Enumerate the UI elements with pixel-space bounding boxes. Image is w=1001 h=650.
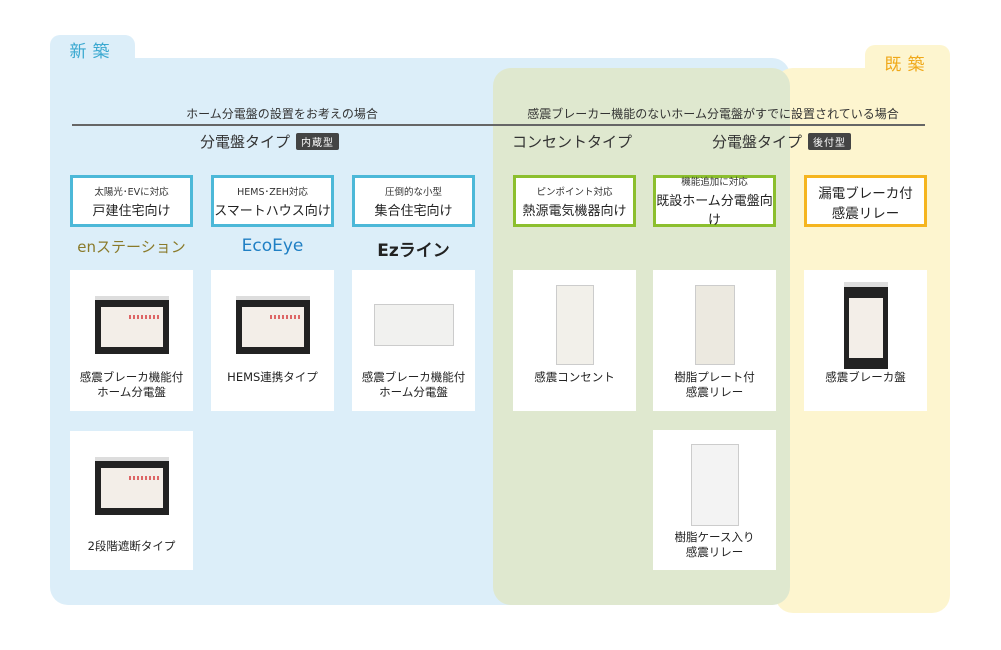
subhead-label: 分電盤タイプ bbox=[200, 133, 291, 151]
section-existing-header: 感震ブレーカー機能のないホーム分電盤がすでに設置されている場合 bbox=[527, 107, 899, 121]
category-small: ピンポイント対応 bbox=[536, 186, 613, 198]
category-small: 機能追加に対応 bbox=[681, 177, 748, 188]
product-image bbox=[94, 457, 169, 515]
product-image bbox=[694, 285, 735, 365]
category-large: 漏電ブレーカ付 感震リレー bbox=[818, 186, 913, 222]
product-card[interactable]: 感震コンセント bbox=[513, 270, 636, 411]
new-build-label: 新築 bbox=[69, 41, 116, 62]
product-label: 樹脂プレート付 感震リレー bbox=[674, 370, 755, 399]
product-label: 2段階遮断タイプ bbox=[87, 539, 176, 553]
subhead-label: 分電盤タイプ bbox=[712, 133, 803, 151]
logo-ez-line: Ezライン bbox=[377, 241, 450, 261]
product-label: 感震コンセント bbox=[534, 370, 615, 384]
subhead-badge: 内蔵型 bbox=[296, 133, 340, 150]
category-small: 太陽光･EVに対応 bbox=[94, 186, 169, 198]
category-leak-breaker-relay: 漏電ブレーカ付 感震リレー bbox=[804, 175, 927, 227]
product-card[interactable]: 2段階遮断タイプ bbox=[70, 431, 193, 570]
subhead-retrofit: 分電盤タイプ後付型 bbox=[712, 131, 852, 152]
category-large: 既設ホーム分電盤向け bbox=[656, 194, 773, 228]
logo-ecoeye: EcoEye bbox=[241, 236, 304, 256]
subhead-outlet: コンセントタイプ bbox=[512, 131, 632, 152]
category-existing-panel: 機能追加に対応既設ホーム分電盤向け bbox=[653, 175, 776, 228]
divider bbox=[72, 124, 925, 126]
product-card[interactable]: HEMS連携タイプ bbox=[211, 270, 334, 411]
logo-en-station: enステーション bbox=[77, 238, 186, 256]
product-label: 樹脂ケース入り 感震リレー bbox=[674, 530, 755, 559]
product-label: 感震ブレーカ機能付 ホーム分電盤 bbox=[361, 370, 466, 399]
product-image bbox=[373, 304, 454, 346]
product-image bbox=[690, 444, 739, 526]
category-small: 圧倒的な小型 bbox=[384, 186, 442, 198]
subhead-badge: 後付型 bbox=[808, 133, 852, 150]
product-label: HEMS連携タイプ bbox=[227, 370, 318, 384]
section-new-header: ホーム分電盤の設置をお考えの場合 bbox=[186, 107, 378, 121]
product-card[interactable]: 感震ブレーカ機能付 ホーム分電盤 bbox=[352, 270, 475, 411]
product-card[interactable]: 樹脂プレート付 感震リレー bbox=[653, 270, 776, 411]
product-label: 感震ブレーカ盤 bbox=[825, 370, 906, 384]
category-small: HEMS･ZEH対応 bbox=[237, 186, 308, 198]
category-large: 戸建住宅向け bbox=[92, 203, 171, 219]
product-image bbox=[843, 281, 888, 369]
product-card[interactable]: 感震ブレーカ盤 bbox=[804, 270, 927, 411]
category-detached: 太陽光･EVに対応戸建住宅向け bbox=[70, 175, 193, 227]
product-label: 感震ブレーカ機能付 ホーム分電盤 bbox=[79, 370, 184, 399]
product-card[interactable]: 感震ブレーカ機能付 ホーム分電盤 bbox=[70, 270, 193, 411]
category-large: スマートハウス向け bbox=[214, 203, 331, 219]
product-image bbox=[235, 296, 310, 354]
category-apartment: 圧倒的な小型集合住宅向け bbox=[352, 175, 475, 227]
category-large: 集合住宅向け bbox=[374, 203, 453, 219]
category-heat-source: ピンポイント対応熱源電気機器向け bbox=[513, 175, 636, 227]
product-image bbox=[94, 296, 169, 354]
product-image bbox=[555, 285, 594, 365]
subhead-label: コンセントタイプ bbox=[512, 133, 633, 151]
category-smart-house: HEMS･ZEH対応スマートハウス向け bbox=[211, 175, 334, 227]
product-card[interactable]: 樹脂ケース入り 感震リレー bbox=[653, 430, 776, 570]
category-large: 熱源電気機器向け bbox=[522, 203, 627, 219]
existing-label: 既築 bbox=[884, 54, 931, 75]
subhead-builtin: 分電盤タイプ内蔵型 bbox=[200, 131, 340, 152]
